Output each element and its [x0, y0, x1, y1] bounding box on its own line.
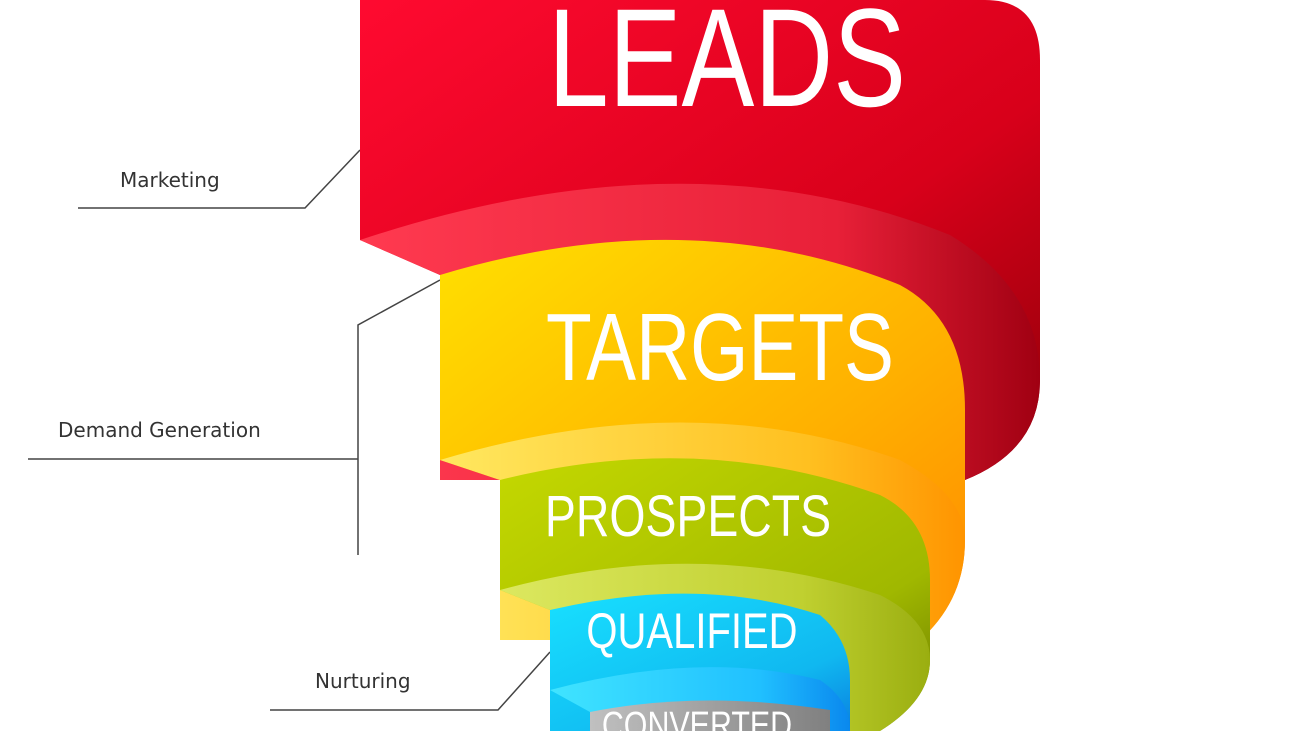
demand-generation-bracket — [357, 279, 441, 555]
converted-tier-body — [590, 700, 830, 731]
marketing-label: Marketing — [120, 168, 220, 192]
marketing-leader-line — [78, 149, 361, 209]
targets-label: TARGETS — [546, 294, 894, 401]
nurturing-label: Nurturing — [315, 669, 411, 693]
converted-label: CONVERTED — [602, 705, 792, 731]
nurturing-leader-line — [270, 651, 551, 711]
prospects-label: PROSPECTS — [545, 484, 831, 549]
leads-label: LEADS — [548, 0, 906, 136]
demand-generation-label: Demand Generation — [58, 418, 261, 442]
qualified-label: QUALIFIED — [586, 603, 797, 659]
